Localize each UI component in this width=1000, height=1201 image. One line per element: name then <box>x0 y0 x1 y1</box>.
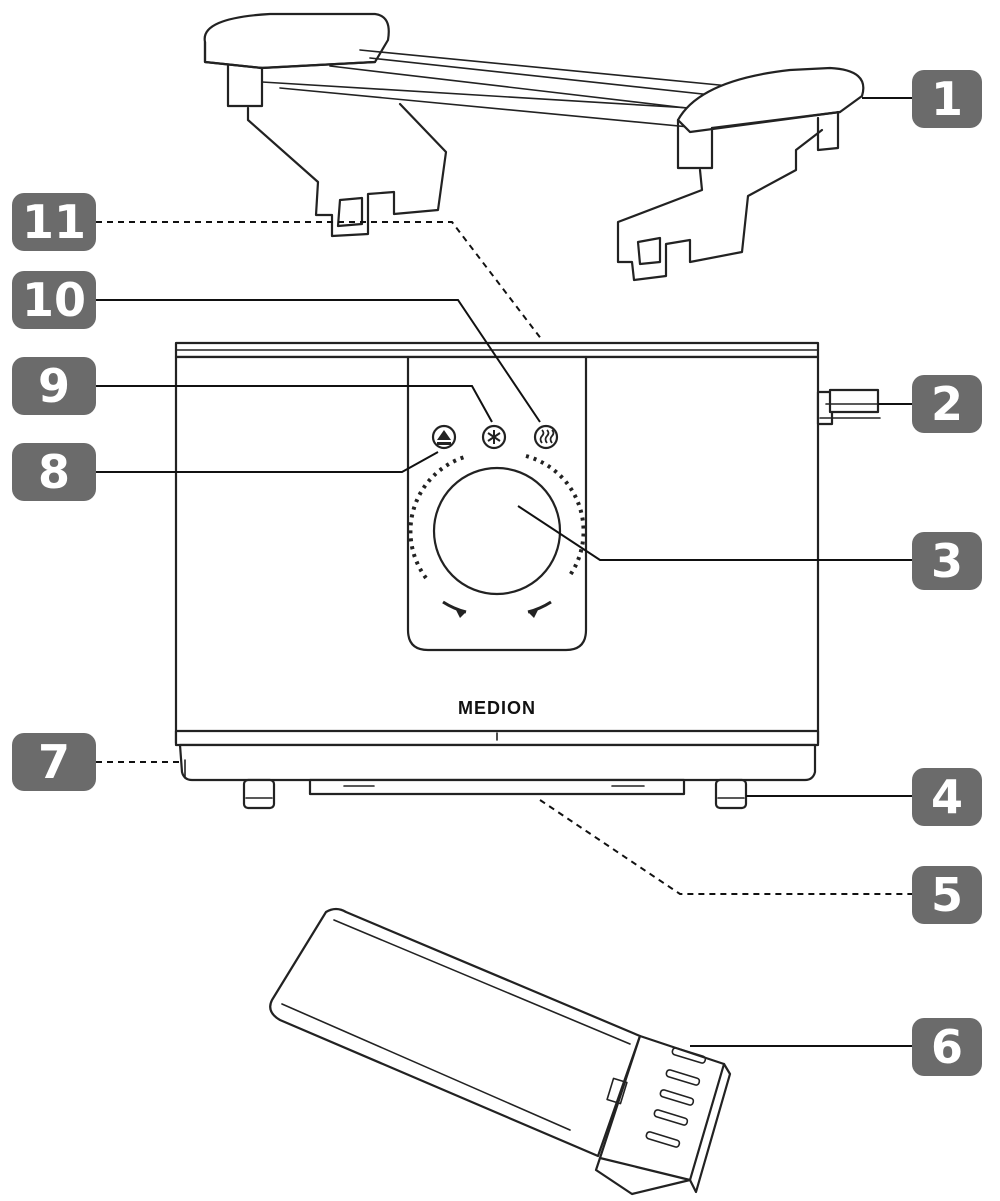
crumb-tray <box>269 907 732 1196</box>
svg-text:5: 5 <box>931 868 963 922</box>
leader-lines <box>96 97 912 1047</box>
reheat-button[interactable] <box>533 424 559 450</box>
callout-9: 9 <box>12 357 96 415</box>
browning-dial <box>408 454 586 618</box>
svg-text:3: 3 <box>931 534 963 588</box>
callout-2: 2 <box>912 375 982 433</box>
svg-text:1: 1 <box>931 72 963 126</box>
callout-11: 11 <box>12 193 96 251</box>
callout-1: 1 <box>912 70 982 128</box>
callout-6: 6 <box>912 1018 982 1076</box>
eject-button[interactable] <box>431 424 457 450</box>
svg-text:10: 10 <box>22 273 86 327</box>
svg-text:2: 2 <box>931 377 963 431</box>
bun-warmer-rack <box>203 12 865 282</box>
callout-10: 10 <box>12 271 96 329</box>
svg-text:8: 8 <box>38 445 70 499</box>
callout-4: 4 <box>912 768 982 826</box>
svg-text:11: 11 <box>22 195 86 249</box>
svg-text:7: 7 <box>38 735 70 789</box>
reheat-icon <box>539 429 555 444</box>
svg-text:4: 4 <box>931 770 963 824</box>
brand-logo: MEDION <box>458 698 536 718</box>
callout-3: 3 <box>912 532 982 590</box>
eject-icon <box>437 430 451 445</box>
callout-8: 8 <box>12 443 96 501</box>
svg-text:6: 6 <box>931 1020 963 1074</box>
callout-7: 7 <box>12 733 96 791</box>
svg-text:9: 9 <box>38 359 70 413</box>
snowflake-defrost-icon <box>487 430 501 444</box>
callout-5: 5 <box>912 866 982 924</box>
defrost-button[interactable] <box>481 424 507 450</box>
